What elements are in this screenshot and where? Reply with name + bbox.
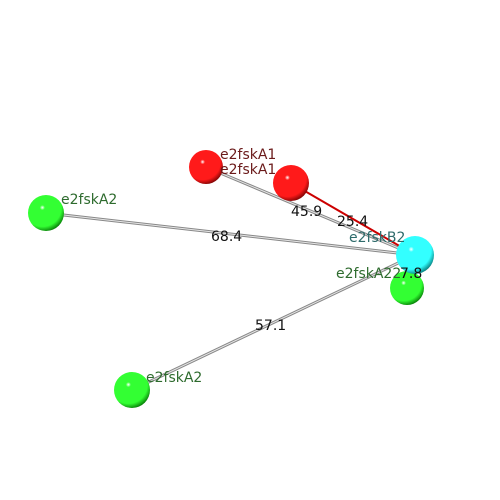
atom-label-red-b: e2fskA1 xyxy=(220,162,276,178)
atom-label-cyan: e2fskB2 xyxy=(349,230,405,246)
atom-cyan[interactable] xyxy=(396,236,434,274)
atom-red-a[interactable] xyxy=(189,150,223,184)
atom-green-top[interactable] xyxy=(28,195,64,231)
atom-label-green-bottom: e2fskA2 xyxy=(146,370,202,386)
distance-line-45-9 xyxy=(205,165,416,257)
distance-line-68-4 xyxy=(45,211,416,257)
distance-label-45-9: 45.9 xyxy=(291,204,322,220)
distance-label-25-4: 25.4 xyxy=(337,214,368,230)
distance-label-partial: 7.8 xyxy=(400,266,422,282)
atom-green-bottom[interactable] xyxy=(114,372,150,408)
distance-line-57-1 xyxy=(131,253,416,392)
distance-label-57-1: 57.1 xyxy=(255,318,286,334)
atom-label-green-top: e2fskA2 xyxy=(61,192,117,208)
atom-label-green-mid: e2fskA22 xyxy=(336,266,401,282)
atom-red-b[interactable] xyxy=(273,165,309,201)
atom-green-mid[interactable] xyxy=(390,271,424,305)
atom-label-red-a: e2fskA1 xyxy=(220,147,276,163)
distance-line-25-4 xyxy=(290,182,416,256)
distance-label-68-4: 68.4 xyxy=(211,229,242,245)
